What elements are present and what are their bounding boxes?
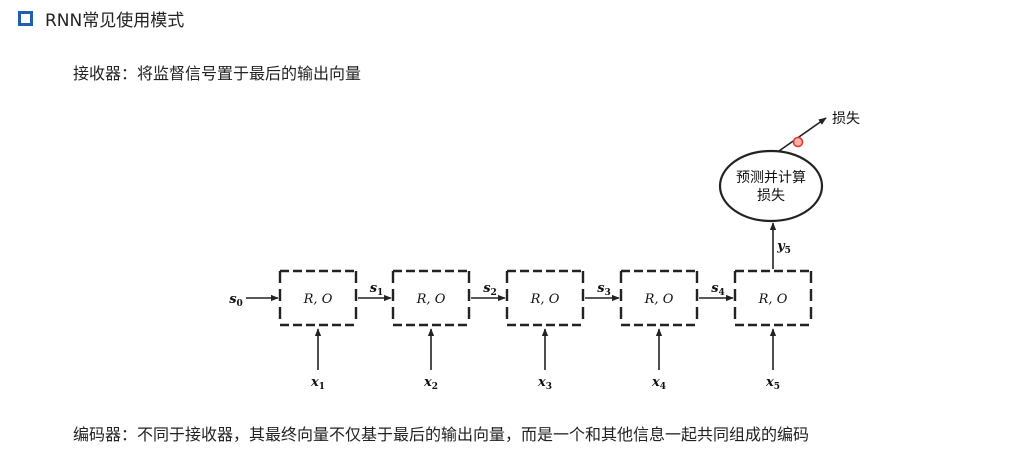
state-label-s0: s0	[229, 292, 243, 309]
input-label-x4: x4	[651, 375, 666, 392]
rnn-cell-4: R, O	[619, 269, 699, 327]
laser-pointer-icon	[792, 136, 804, 148]
encoder-description: 编码器：不同于接收器，其最终向量不仅基于最后的输出向量，而是一个和其他信息一起共…	[73, 425, 810, 444]
predict-loss-ellipse	[718, 149, 824, 223]
state-label-s2: s2	[483, 281, 497, 298]
rnn-cell-3: R, O	[505, 269, 585, 327]
rnn-cell-1: R, O	[278, 269, 358, 327]
loss-label: 损失	[832, 111, 860, 127]
state-label-s3: s3	[597, 281, 611, 298]
predict-node-line1: 预测并计算	[736, 170, 806, 186]
cell-label: R, O	[416, 292, 446, 307]
input-label-x2: x2	[423, 375, 438, 392]
input-label-x1: x1	[310, 375, 325, 392]
slide-title-row: RNN常见使用模式	[18, 6, 185, 31]
receiver-description: 接收器：将监督信号置于最后的输出向量	[73, 64, 362, 83]
loss-arrow	[778, 117, 827, 152]
predict-node-line2: 损失	[757, 188, 785, 204]
cell-label: R, O	[758, 292, 788, 307]
slide-title: RNN常见使用模式	[45, 10, 185, 31]
cell-label: R, O	[303, 292, 333, 307]
cell-label: R, O	[530, 292, 560, 307]
rnn-cell-2: R, O	[391, 269, 471, 327]
rnn-cell-5: R, O	[733, 269, 813, 327]
bullet-square-icon	[18, 10, 33, 26]
input-label-x5: x5	[765, 375, 780, 392]
state-label-s1: s1	[370, 281, 384, 298]
cell-label: R, O	[644, 292, 674, 307]
output-label-y5: y5	[776, 239, 791, 256]
state-label-s4: s4	[711, 281, 725, 298]
input-label-x3: x3	[537, 375, 552, 392]
